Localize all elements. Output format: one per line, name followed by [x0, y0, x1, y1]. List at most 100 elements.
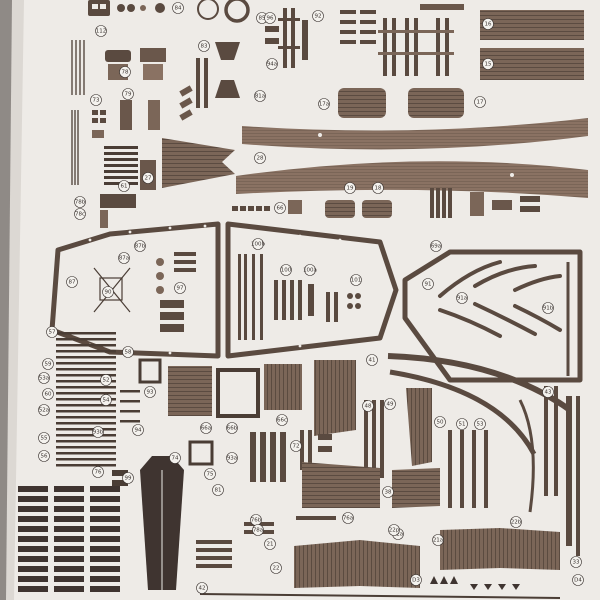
part-number-circle — [226, 452, 238, 464]
part-number-circle — [100, 394, 112, 406]
part-number-circle — [46, 326, 58, 338]
part-number-label: 50 — [434, 416, 446, 428]
part-number-label: 84 — [172, 2, 184, 14]
part-number-text: 15 — [485, 61, 492, 67]
part-number-label: 81a — [254, 90, 266, 102]
part-number-text: 87b — [135, 243, 146, 249]
part-number-text: 53 — [477, 421, 484, 427]
part-number-label: 96 — [264, 12, 276, 24]
part-number-circle — [66, 276, 78, 288]
part-number-circle — [169, 452, 181, 464]
part-number-label: 55 — [38, 432, 50, 444]
part-number-circle — [270, 562, 282, 574]
part-number-circle — [172, 2, 184, 14]
part-number-label: 100 — [280, 264, 292, 276]
part-number-circle — [542, 386, 554, 398]
part-number-text: 75 — [207, 471, 214, 477]
part-number-circle — [410, 574, 422, 586]
part-number-text: 66b — [227, 425, 238, 431]
part-number-circle — [38, 404, 50, 416]
part-number-circle — [342, 512, 354, 524]
part-number-text: 81 — [215, 487, 222, 493]
part-number-circle — [212, 484, 224, 496]
part-number-circle — [38, 432, 50, 444]
part-number-circle — [570, 556, 582, 568]
part-number-text: 66 — [277, 205, 284, 211]
part-number-label: 91a — [456, 292, 468, 304]
part-number-label: 93b — [92, 426, 104, 438]
part-number-circle — [252, 238, 264, 250]
part-number-text: 51 — [459, 421, 466, 427]
part-number-text: 100a — [303, 267, 317, 273]
part-number-label: 72 — [290, 440, 302, 452]
part-number-label: 51 — [456, 418, 468, 430]
part-number-label: 42 — [196, 582, 208, 594]
part-number-label: 92 — [312, 10, 324, 22]
part-number-text: 78c — [75, 211, 85, 217]
part-number-label: 43 — [542, 386, 554, 398]
part-number-label: 21a — [432, 534, 444, 546]
part-number-circle — [122, 472, 134, 484]
part-number-text: 66c — [277, 417, 287, 423]
part-number-text: 54 — [103, 397, 110, 403]
part-number-circle — [90, 94, 102, 106]
part-number-circle — [422, 278, 434, 290]
deck-outline-right — [402, 249, 583, 383]
part-number-label: 49 — [384, 398, 396, 410]
part-number-text: 56 — [41, 453, 48, 459]
part-number-circle — [204, 468, 216, 480]
part-number-circle — [254, 90, 266, 102]
part-number-label: 66b — [226, 422, 238, 434]
part-number-text: 42 — [199, 585, 206, 591]
part-number-label: 17 — [474, 96, 486, 108]
part-number-circle — [304, 264, 316, 276]
part-number-text: 78b — [75, 199, 86, 205]
part-number-label: 33 — [570, 556, 582, 568]
part-number-circle — [482, 18, 494, 30]
part-number-circle — [384, 398, 396, 410]
part-number-circle — [122, 88, 134, 100]
part-number-text: 76a — [343, 515, 353, 521]
part-number-circle — [122, 346, 134, 358]
part-number-text: 96 — [267, 15, 274, 21]
part-number-label: 93a — [226, 452, 238, 464]
part-number-text: 22p — [389, 527, 400, 533]
part-number-text: 76 — [95, 469, 102, 475]
part-number-label: 101 — [350, 274, 362, 286]
part-number-label: 83 — [198, 40, 210, 52]
part-number-circle — [254, 152, 266, 164]
part-number-circle — [134, 240, 146, 252]
part-number-circle — [198, 40, 210, 52]
part-number-label: 60 — [42, 388, 54, 400]
part-number-label: 87b — [134, 240, 146, 252]
part-number-label: 22 — [270, 562, 282, 574]
part-number-circle — [432, 534, 444, 546]
part-number-label: 76 — [92, 466, 104, 478]
part-number-circle — [280, 264, 292, 276]
part-number-circle — [430, 240, 442, 252]
part-number-label: 78c — [74, 208, 86, 220]
part-number-label: 100a — [303, 264, 317, 276]
part-number-text: 52 — [103, 377, 110, 383]
part-number-label: 91 — [422, 278, 434, 290]
part-number-label: 41 — [366, 354, 378, 366]
part-number-label: 87 — [66, 276, 78, 288]
part-number-text: 59 — [45, 361, 52, 367]
part-number-label: 59 — [42, 358, 54, 370]
part-number-label: 28 — [254, 152, 266, 164]
part-number-circle — [100, 374, 112, 386]
part-number-circle — [38, 450, 50, 462]
part-number-label: 91b — [542, 302, 554, 314]
part-number-text: 27 — [145, 175, 152, 181]
part-number-text: 66a — [201, 425, 211, 431]
part-number-label: 21 — [264, 538, 276, 550]
part-number-circle — [38, 372, 50, 384]
part-number-label: 90 — [102, 286, 114, 298]
paper-shadow — [6, 0, 24, 600]
part-group-top-right — [338, 10, 584, 118]
part-number-circle — [456, 418, 468, 430]
part-number-text: 76b — [251, 517, 262, 523]
part-number-label: 56 — [38, 450, 50, 462]
part-number-text: 22 — [273, 565, 280, 571]
